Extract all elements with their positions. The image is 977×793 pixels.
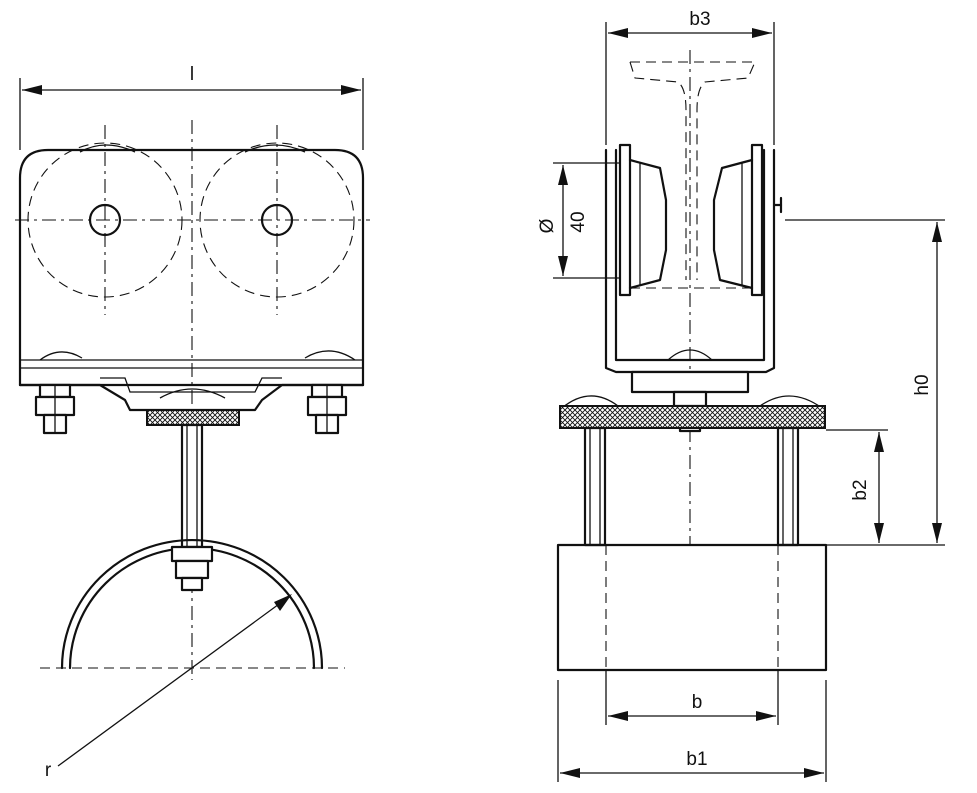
support-rod-right: [776, 426, 800, 547]
label-b2: b2: [850, 479, 871, 500]
bolt-left: [34, 383, 76, 435]
bolt-right: [306, 383, 348, 435]
wheel-left-front: [618, 143, 668, 297]
dimension-diameter: Ø 40: [537, 165, 589, 276]
label-b: b: [692, 692, 703, 713]
dimension-h0: h0: [912, 222, 942, 543]
threaded-rod-side: [180, 423, 204, 549]
wheel-right-front: [712, 143, 764, 297]
damping-plate-front: [559, 405, 826, 429]
label-diameter-value: 40: [568, 211, 589, 232]
mounting-block: [556, 543, 828, 672]
dimension-b2: b2: [850, 432, 884, 543]
front-view: b3: [537, 9, 945, 782]
label-h0: h0: [912, 374, 933, 395]
label-b1: b1: [686, 749, 707, 770]
side-view: l: [15, 64, 370, 781]
dimension-l: l: [22, 64, 361, 95]
label-b3: b3: [689, 9, 710, 30]
dimension-r: r: [45, 594, 292, 781]
dimension-b3: b3: [608, 9, 772, 38]
dimension-b1: b1: [560, 749, 824, 778]
i-beam-profile: [629, 50, 756, 545]
dimension-b: b: [608, 692, 776, 721]
label-r: r: [45, 760, 52, 781]
support-rod-left: [583, 426, 607, 547]
label-diameter-symbol: Ø: [537, 218, 558, 233]
label-l: l: [190, 64, 194, 85]
damping-pad-side: [146, 409, 240, 426]
clamp-nut: [170, 545, 214, 592]
